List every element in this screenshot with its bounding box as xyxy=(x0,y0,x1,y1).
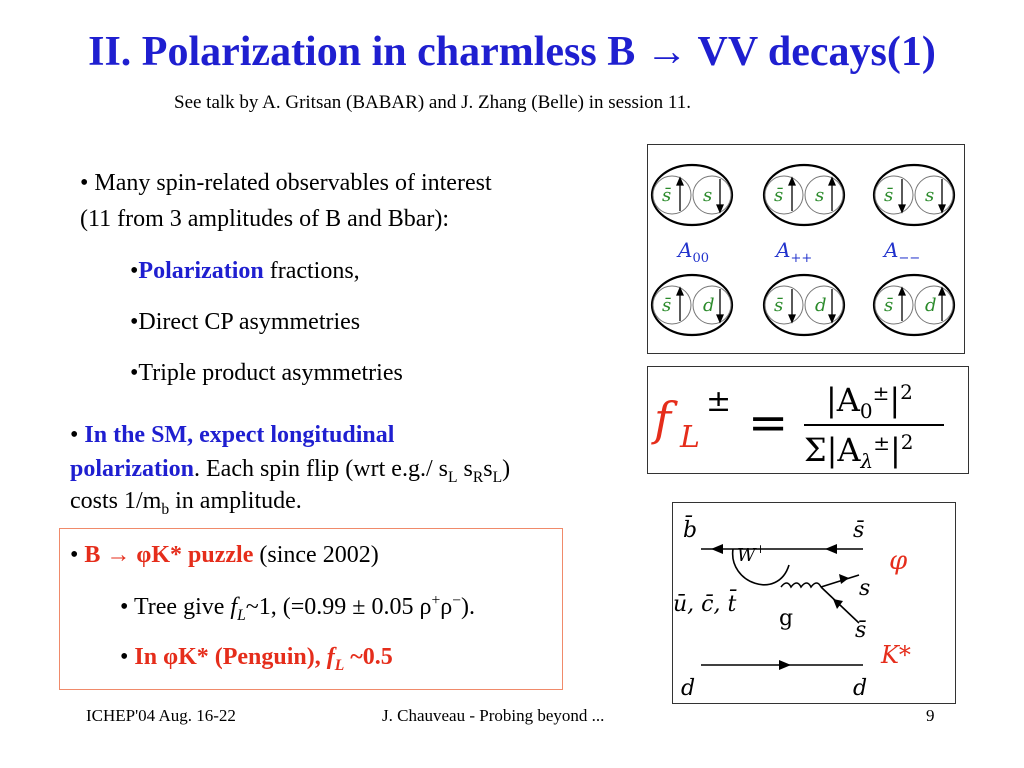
bullet-dot: • xyxy=(80,170,95,196)
arrow-head xyxy=(828,314,836,324)
helicity-amplitudes-figure: s̄ s s̄ s s̄ s s̄ d s̄ d s̄ d A00 A++ A−… xyxy=(647,144,965,354)
quark-label: d xyxy=(925,295,937,316)
amplitude-label-plusplus: A++ xyxy=(774,238,812,266)
arrow-head xyxy=(716,204,724,214)
puzzle-highlight: B → φK* puzzle xyxy=(84,542,254,568)
meson-ellipse xyxy=(872,163,956,227)
bullet-sm-expectation-line2: polarization. Each spin flip (wrt e.g./ … xyxy=(70,456,511,486)
s-mid-label: s xyxy=(859,576,870,601)
footer-author: J. Chauveau - Probing beyond ... xyxy=(382,706,605,725)
slide-subtitle: See talk by A. Gritsan (BABAR) and J. Zh… xyxy=(174,92,691,113)
meson-ellipse xyxy=(650,273,734,337)
arrow-head xyxy=(828,176,836,186)
quark-label: s xyxy=(815,185,824,206)
arrow-head xyxy=(833,599,843,609)
formula-numerator: |A0±|2 xyxy=(826,380,913,423)
feynman-svg: b̄ s̄ W+ s ū, c̄, t̄ g s̄ d d φ K* xyxy=(673,515,911,701)
formula-lhs: f xyxy=(651,392,678,446)
s-quark-line xyxy=(820,574,860,588)
helicity-amplitudes-svg: s̄ s s̄ s s̄ s s̄ d s̄ d s̄ d A00 A++ A−… xyxy=(650,163,956,337)
quark-label: s̄ xyxy=(774,185,783,206)
arrow-head xyxy=(788,176,796,186)
arrow-head xyxy=(676,286,684,296)
gluon-line xyxy=(780,582,822,589)
quark-label: s̄ xyxy=(662,295,671,316)
quark-label: s̄ xyxy=(884,295,893,316)
arrow-head xyxy=(825,544,837,554)
arrow-head xyxy=(938,204,946,214)
puzzle-penguin-line: • In φK* (Penguin), fL ~0.5 xyxy=(120,644,393,674)
quark-circle xyxy=(874,285,914,325)
polarization-highlight: Polarization xyxy=(138,258,264,284)
bullet-text: Many spin-related observables of interes… xyxy=(94,170,492,196)
sub-bullet-triple-product: •Triple product asymmetries xyxy=(130,360,403,386)
quark-circle xyxy=(764,285,804,325)
quark-circle xyxy=(652,175,692,215)
arrow-head xyxy=(898,204,906,214)
slide-title: II. Polarization in charmless B → VV dec… xyxy=(88,29,936,75)
formula-equals: = xyxy=(748,395,788,451)
bullet-observables: • Many spin-related observables of inter… xyxy=(80,168,492,198)
quark-circle xyxy=(914,285,954,325)
gluon-label: g xyxy=(779,606,793,631)
formula-svg: f L ± = |A0±|2 Σ|Aλ±|2 xyxy=(651,380,944,473)
quark-circle xyxy=(692,175,732,215)
formula-lhs-sup: ± xyxy=(706,384,731,419)
puzzle-tree-line: • Tree give fL~1, (=0.99 ± 0.05 ρ+ρ−). xyxy=(120,592,476,624)
formula-denominator: Σ|Aλ±|2 xyxy=(804,430,913,473)
quark-label: s̄ xyxy=(884,185,893,206)
longitudinal-fraction-formula: f L ± = |A0±|2 Σ|Aλ±|2 xyxy=(647,366,969,474)
d-left-label: d xyxy=(681,676,695,701)
bullet-sm-expectation-line3: costs 1/mb in amplitude. xyxy=(70,488,302,518)
bullet-observables-line2: (11 from 3 amplitudes of B and Bbar): xyxy=(80,206,450,232)
w-loop xyxy=(732,548,790,586)
arrow-head xyxy=(938,286,946,296)
amplitude-label-00: A00 xyxy=(676,238,709,266)
quark-circle xyxy=(804,285,844,325)
kstar-label: K* xyxy=(880,641,911,669)
puzzle-box xyxy=(59,528,563,690)
quark-label: s̄ xyxy=(662,185,671,206)
meson-ellipse xyxy=(762,163,846,227)
quark-label: s̄ xyxy=(774,295,783,316)
puzzle-heading: • B → φK* puzzle (since 2002) xyxy=(70,542,379,568)
quark-circle xyxy=(692,285,732,325)
phi-label: φ xyxy=(889,546,908,576)
footer-conference: ICHEP'04 Aug. 16-22 xyxy=(86,706,236,725)
arrow-head xyxy=(839,574,849,584)
arrow-head xyxy=(779,660,791,670)
sub-bullet-polarization: •Polarization fractions, xyxy=(130,258,360,284)
formula-lhs-sub: L xyxy=(679,420,700,455)
s-bar-top-label: s̄ xyxy=(853,518,864,543)
sub-bullet-direct-cp: •Direct CP asymmetries xyxy=(130,309,361,335)
quark-circle xyxy=(874,175,914,215)
b-bar-label: b̄ xyxy=(683,515,697,543)
quark-label: d xyxy=(703,295,715,316)
quark-label: s xyxy=(703,185,712,206)
arrow-head xyxy=(676,176,684,186)
quark-circle xyxy=(804,175,844,215)
page-number: 9 xyxy=(926,706,935,725)
meson-ellipse xyxy=(650,163,734,227)
arrow-head xyxy=(716,314,724,324)
arrow-head xyxy=(788,314,796,324)
arrow-head xyxy=(711,544,723,554)
meson-ellipse xyxy=(762,273,846,337)
feynman-diagram: b̄ s̄ W+ s ū, c̄, t̄ g s̄ d d φ K* xyxy=(672,502,956,704)
loop-quarks-label: ū, c̄, t̄ xyxy=(673,589,737,617)
bullet-sm-expectation: • In the SM, expect longitudinal xyxy=(70,422,395,448)
meson-ellipse xyxy=(872,273,956,337)
w-label: W+ xyxy=(737,542,766,566)
quark-label: d xyxy=(815,295,827,316)
amplitude-label-minusminus: A−− xyxy=(882,238,920,266)
arrow-head xyxy=(898,286,906,296)
quark-circle xyxy=(764,175,804,215)
quark-label: s xyxy=(925,185,934,206)
s-bar-low-label: s̄ xyxy=(855,618,866,643)
d-right-label: d xyxy=(853,676,867,701)
quark-circle xyxy=(652,285,692,325)
quark-circle xyxy=(914,175,954,215)
